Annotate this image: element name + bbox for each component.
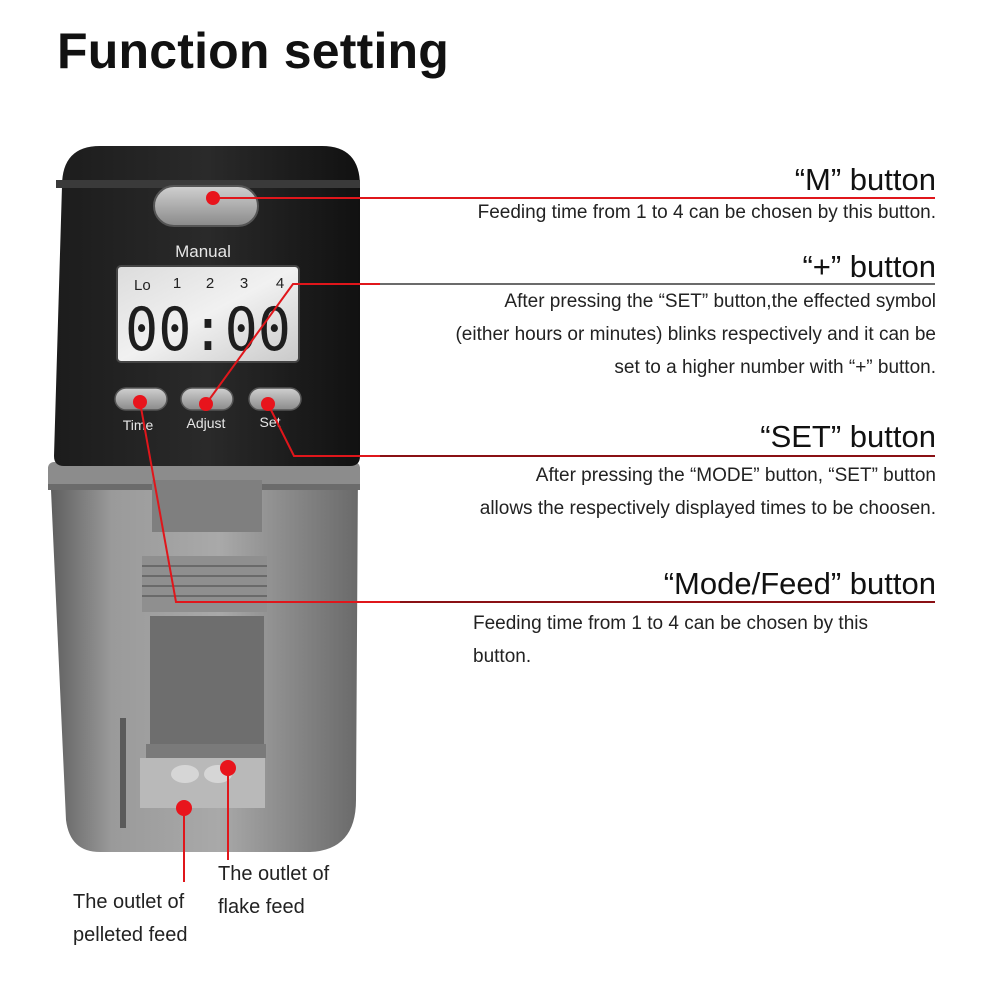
pelleted-outlet-label-line: The outlet of bbox=[73, 891, 185, 913]
lcd-slot-1: 1 bbox=[173, 275, 181, 292]
manual-label: Manual bbox=[175, 242, 231, 261]
flake-outlet-label-line: The outlet of bbox=[218, 863, 330, 885]
plus-button-desc-line: set to a higher number with “+” button. bbox=[614, 357, 936, 378]
set-button-heading: “SET” button bbox=[760, 419, 936, 454]
time-button-label: Time bbox=[123, 417, 154, 433]
set-button[interactable] bbox=[248, 387, 302, 411]
pelleted-outlet-dot bbox=[176, 800, 192, 816]
lcd-time: 00:00 bbox=[125, 295, 291, 365]
mode-button-desc: Feeding time from 1 to 4 can be chosen b… bbox=[473, 607, 868, 673]
m-button-desc-line: Feeding time from 1 to 4 can be chosen b… bbox=[477, 202, 936, 223]
mode-button-desc-line: button. bbox=[473, 646, 532, 667]
m-button-desc: Feeding time from 1 to 4 can be chosen b… bbox=[478, 196, 936, 229]
lcd-display: Lo 1 2 3 4 00:00 bbox=[116, 265, 300, 365]
plus-button-desc-line: After pressing the “SET” button,the effe… bbox=[504, 291, 936, 312]
m-button[interactable] bbox=[153, 185, 259, 227]
adjust-button-dot bbox=[199, 397, 213, 411]
lcd-slot-4: 4 bbox=[276, 275, 284, 292]
flake-outlet-label: The outlet of flake feed bbox=[218, 858, 329, 924]
callout-lines bbox=[139, 197, 935, 882]
set-button-dot bbox=[261, 397, 275, 411]
flake-outlet-label-line: flake feed bbox=[218, 896, 305, 918]
time-button-dot bbox=[133, 395, 147, 409]
mode-button-leader-line bbox=[139, 401, 400, 603]
set-button-desc-line: After pressing the “MODE” button, “SET” … bbox=[535, 465, 936, 486]
pelleted-outlet-label-line: pelleted feed bbox=[73, 924, 188, 946]
lcd-slot-3: 3 bbox=[240, 275, 248, 292]
hopper bbox=[48, 462, 360, 852]
page-title: Function setting bbox=[57, 23, 450, 79]
lcd-lo-label: Lo bbox=[134, 277, 151, 294]
plus-button-leader-line bbox=[205, 283, 380, 405]
set-button-leader-line bbox=[267, 403, 380, 457]
adjust-button-label: Adjust bbox=[187, 415, 226, 431]
lcd-slot-2: 2 bbox=[206, 275, 214, 292]
plus-button-desc-line: (either hours or minutes) blinks respect… bbox=[455, 324, 936, 345]
set-button-desc: After pressing the “MODE” button, “SET” … bbox=[480, 459, 936, 525]
plus-button-desc: After pressing the “SET” button,the effe… bbox=[455, 285, 936, 384]
pelleted-outlet-label: The outlet of pelleted feed bbox=[73, 886, 188, 952]
mode-button-desc-line: Feeding time from 1 to 4 can be chosen b… bbox=[473, 613, 868, 634]
m-button-dot bbox=[206, 191, 220, 205]
plus-button-heading: “+” button bbox=[802, 249, 936, 284]
callout-dots bbox=[133, 191, 275, 816]
mode-button-heading: “Mode/Feed” button bbox=[663, 566, 936, 601]
flake-outlet-dot bbox=[220, 760, 236, 776]
m-button-heading: “M” button bbox=[794, 162, 936, 197]
set-button-desc-line: allows the respectively displayed times … bbox=[479, 498, 936, 519]
